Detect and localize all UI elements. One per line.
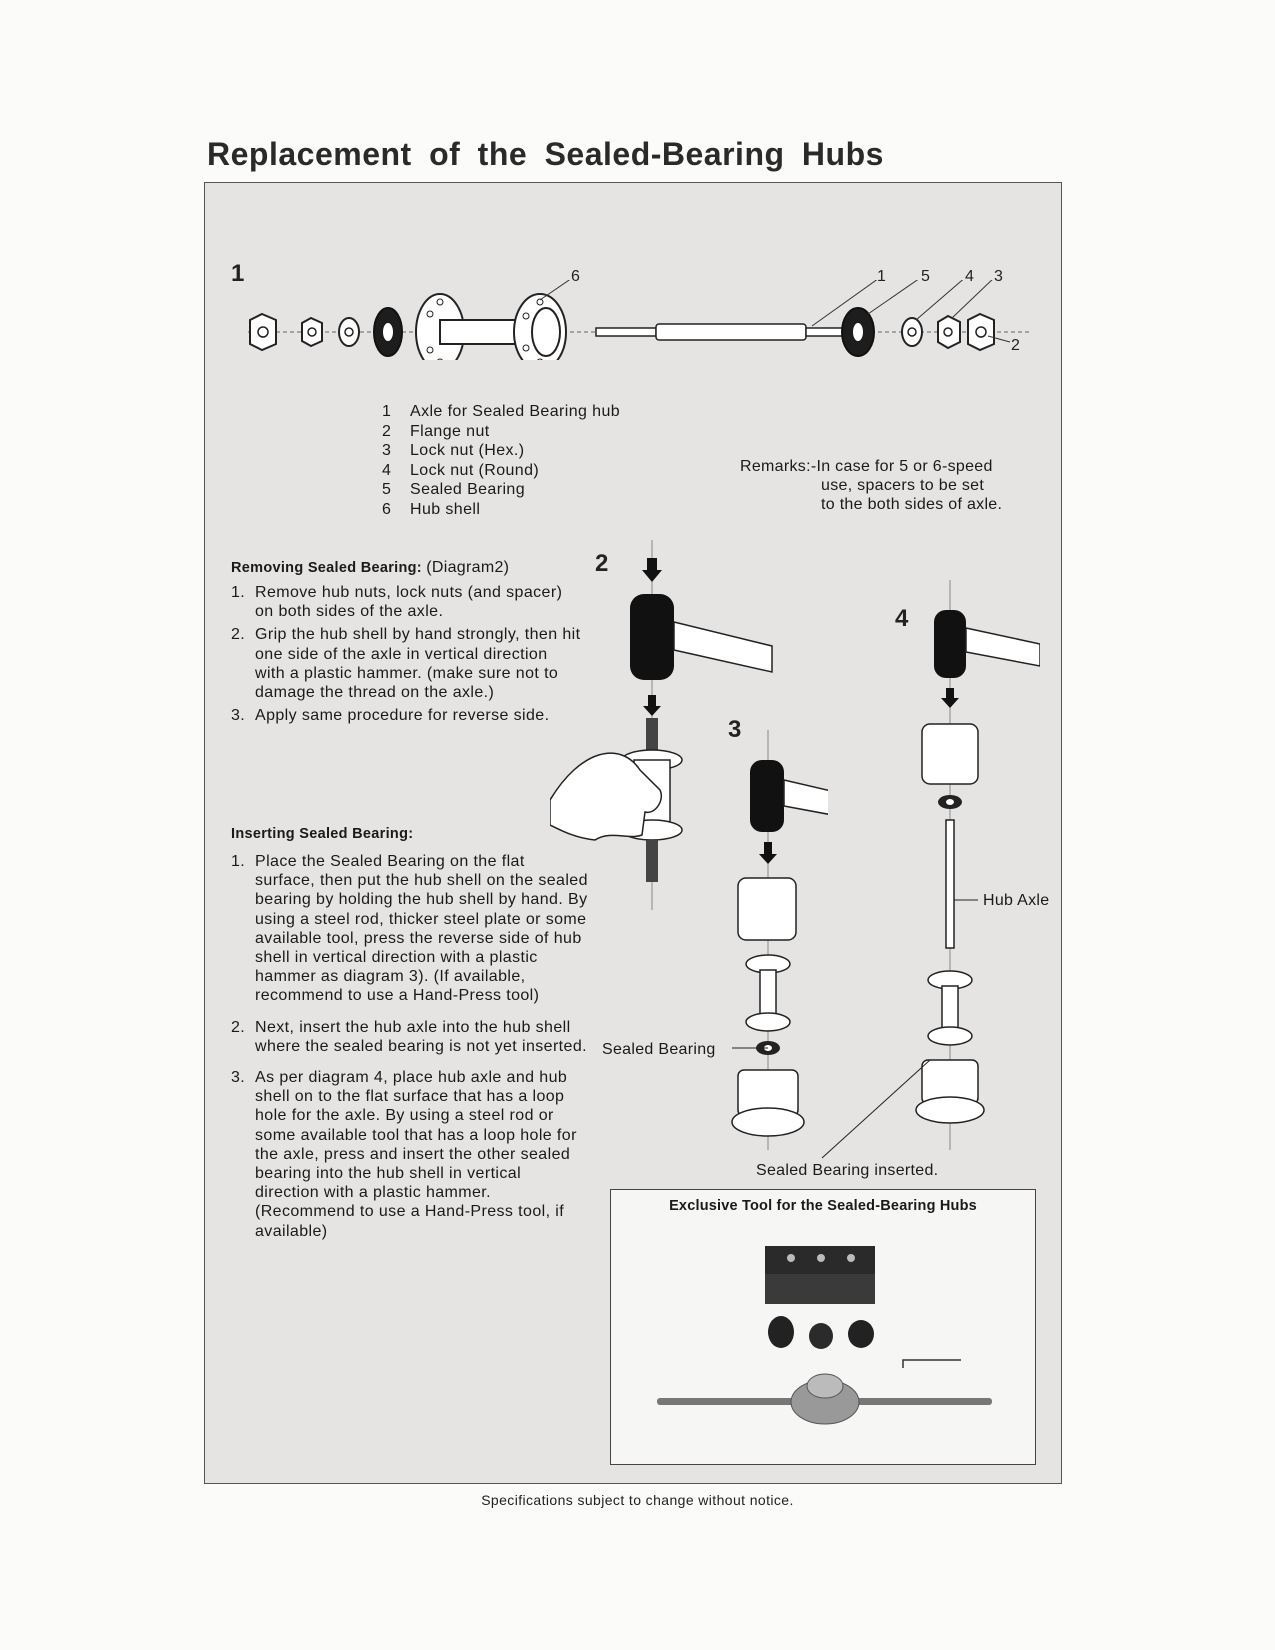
hub-shell-icon [927, 970, 973, 1046]
inserting-steps: 1.Place the Sealed Bearing on the flat s… [231, 852, 589, 1245]
lock-nut-round-right-icon [901, 317, 923, 347]
removing-heading: Removing Sealed Bearing: (Diagram2) [231, 559, 510, 576]
diagram-1-number: 1 [231, 260, 245, 287]
lock-nut-round-left-icon [338, 317, 360, 347]
hub-axle-label: Hub Axle [983, 892, 1050, 909]
sealed-bearing-left-icon [373, 307, 403, 357]
label-leaders [732, 1047, 931, 1159]
list-item: 2.Grip the hub shell by hand strongly, t… [231, 626, 581, 702]
callout-6: 6 [571, 268, 580, 285]
hand-icon [550, 752, 662, 841]
list-item: 3.Apply same procedure for reverse side. [231, 707, 550, 725]
base-block-icon [731, 1069, 805, 1137]
diagram-4-number: 4 [895, 605, 909, 632]
lock-nut-hex-left-icon [301, 316, 323, 348]
sealed-bearing-label: Sealed Bearing [602, 1041, 716, 1058]
diagram-4-illustration [915, 580, 1040, 1150]
list-item: 1.Place the Sealed Bearing on the flat s… [231, 853, 588, 1005]
remarks: Remarks:-In case for 5 or 6-speed use, s… [740, 458, 1003, 513]
lock-nut-hex-right-icon [937, 314, 961, 350]
flange-nut-left-icon [249, 312, 277, 352]
plastic-hammer-icon [630, 594, 773, 680]
page-title: Replacement of the Sealed-Bearing Hubs [207, 136, 884, 172]
removing-steps: 1.Remove hub nuts, lock nuts (and spacer… [231, 583, 581, 729]
hub-shell-icon [745, 954, 791, 1032]
diagram-3-illustration [731, 730, 828, 1150]
press-block-icon [921, 723, 979, 785]
callout-3: 3 [994, 268, 1003, 285]
callout-2: 2 [1011, 337, 1020, 354]
sealed-bearing-right-icon [841, 307, 875, 357]
list-item: 2.Next, insert the hub axle into the hub… [231, 1018, 587, 1055]
sealed-bearing-inserted-label: Sealed Bearing inserted. [756, 1162, 939, 1179]
axle-icon [595, 323, 865, 341]
plastic-hammer-icon [934, 610, 1040, 678]
press-block-icon [737, 877, 797, 941]
list-item: 1.Remove hub nuts, lock nuts (and spacer… [231, 584, 563, 621]
callout-4: 4 [965, 268, 974, 285]
exploded-hub-diagram [248, 280, 1030, 360]
flange-nut-right-icon [967, 312, 995, 352]
list-item: 3.As per diagram 4, place hub axle and h… [231, 1069, 577, 1240]
diagram-2-number: 2 [595, 550, 609, 577]
callout-5: 5 [921, 268, 930, 285]
hub-shell-icon [415, 293, 567, 360]
diagram-3-number: 3 [728, 716, 742, 743]
plastic-hammer-icon [750, 760, 828, 832]
footer-note: Specifications subject to change without… [481, 1492, 794, 1508]
tool-box-title: Exclusive Tool for the Sealed-Bearing Hu… [669, 1198, 977, 1214]
callout-1: 1 [877, 268, 886, 285]
exclusive-tool-box: Exclusive Tool for the Sealed-Bearing Hu… [610, 1189, 1036, 1465]
hub-axle-icon [945, 819, 955, 949]
tool-photo [657, 1246, 992, 1425]
inserting-heading: Inserting Sealed Bearing: [231, 826, 414, 842]
diagram-2-illustration [550, 540, 773, 910]
sealed-bearing-icon [938, 795, 962, 809]
base-block-icon [915, 1059, 985, 1124]
